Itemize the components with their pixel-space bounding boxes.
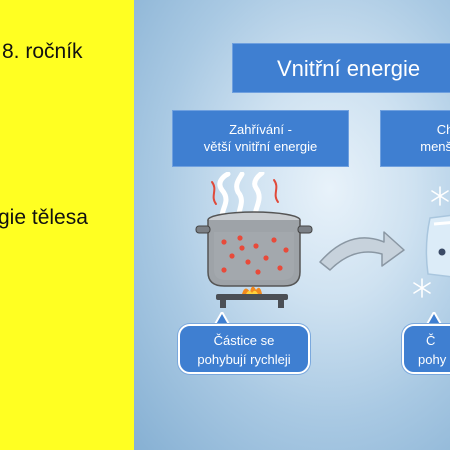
snowflake-icon: [413, 278, 431, 298]
right-bubble: Č pohy: [402, 324, 450, 374]
grade-label: 8. ročník: [2, 40, 83, 63]
heating-line-1: Zahřívání -: [229, 122, 292, 137]
cooling-line-2: menší v: [420, 139, 450, 154]
right-bubble-line-1: Č: [426, 333, 436, 348]
left-bubble-line-1: Částice se: [213, 333, 275, 348]
cooking-pot-icon: [195, 211, 313, 287]
slide-title: Vnitřní energie: [232, 43, 450, 93]
heating-box: Zahřívání - větší vnitřní energie: [172, 110, 349, 167]
slide-area: Vnitřní energie Zahřívání - větší vnitřn…: [134, 0, 450, 450]
left-bubble: Částice se pohybují rychleji: [178, 324, 310, 374]
gas-flame-icon: [216, 286, 288, 308]
heating-line-2: větší vnitřní energie: [203, 139, 318, 154]
right-bubble-line-2: pohy: [418, 352, 447, 367]
curved-arrow-icon: [319, 231, 405, 271]
cooling-line-1: Ch: [436, 122, 450, 137]
topic-label: gie tělesa: [0, 206, 88, 229]
ice-cube-icon: [425, 214, 450, 278]
snowflake-icon: [431, 186, 449, 206]
left-bubble-line-2: pohybují rychleji: [197, 352, 291, 367]
bubble-pointer: [212, 312, 232, 326]
bubble-pointer: [424, 312, 444, 326]
slide-title-text: Vnitřní energie: [277, 56, 421, 81]
left-panel: 8. ročník gie tělesa: [0, 0, 134, 450]
cooling-box: Ch menší v: [380, 110, 450, 167]
